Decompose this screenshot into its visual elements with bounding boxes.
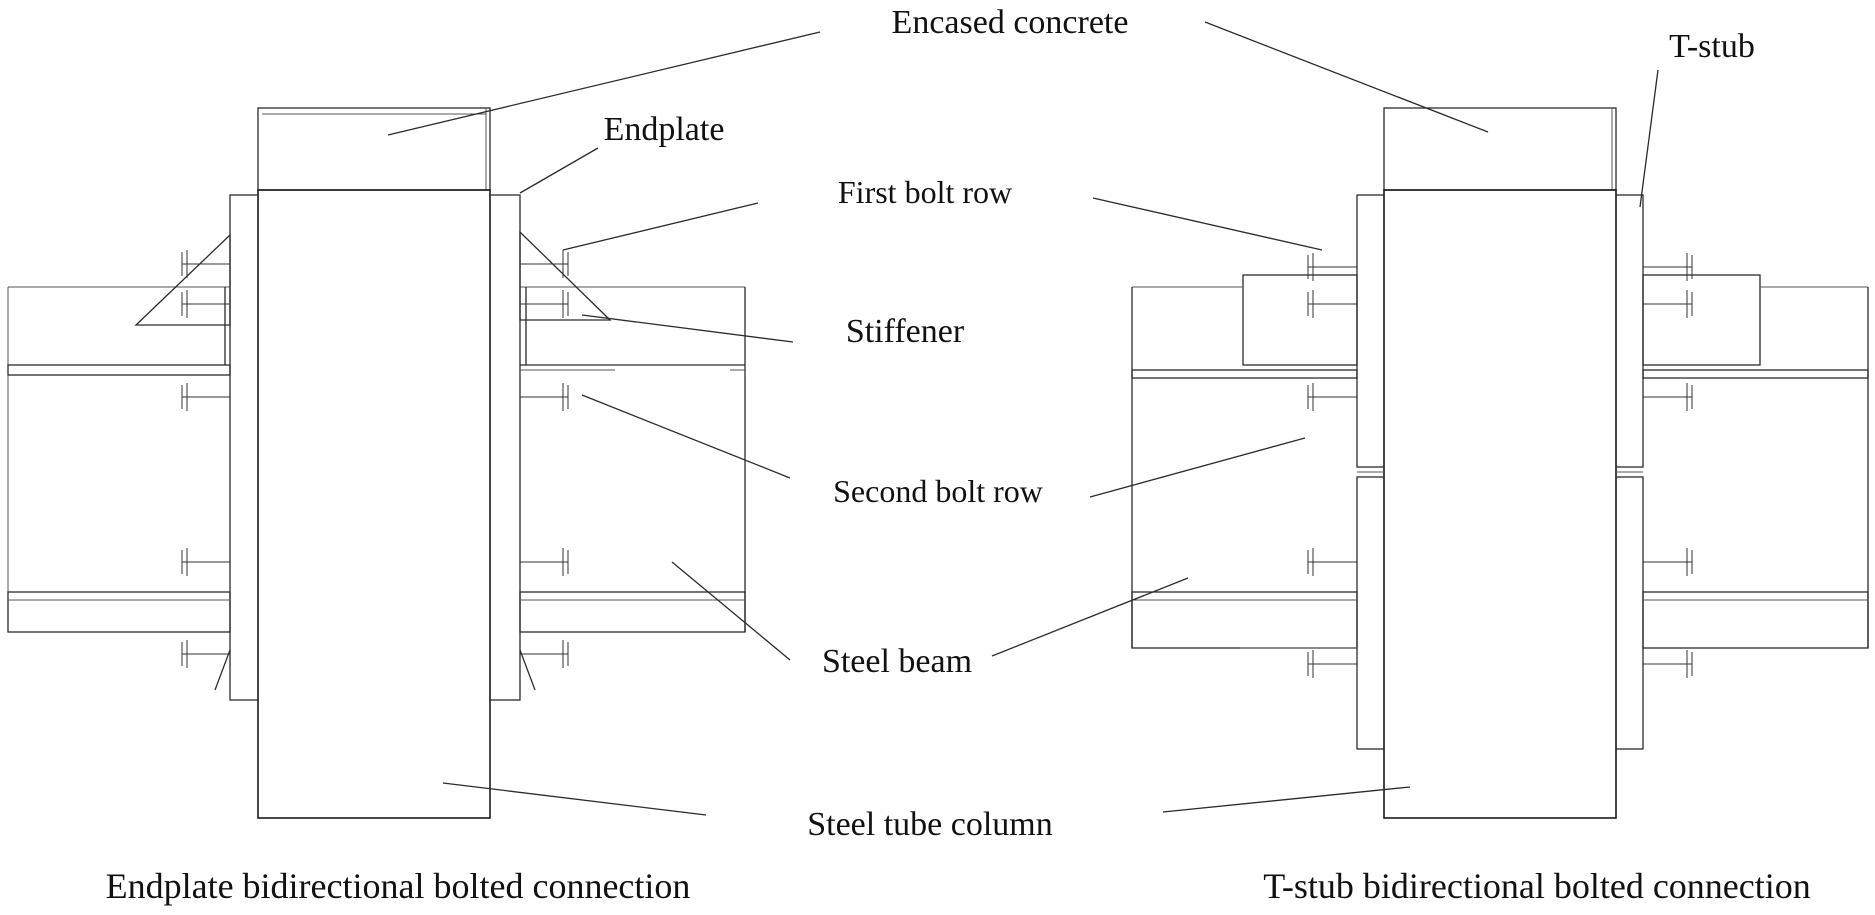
label-endplate: Endplate xyxy=(604,111,725,148)
right-tstub-top-east xyxy=(1616,195,1643,467)
left-encased-concrete xyxy=(258,108,490,190)
right-tstub-bottom-west xyxy=(1357,477,1384,749)
leader-lines xyxy=(388,22,1658,815)
right-steel-beam-west xyxy=(1132,287,1357,648)
right-encased-concrete xyxy=(1384,108,1616,190)
endplate-connection-drawing xyxy=(8,108,745,818)
caption-tstub-connection: T-stub bidirectional bolted connection xyxy=(1263,866,1811,906)
label-steel-tube-column: Steel tube column xyxy=(807,806,1053,843)
label-steel-beam: Steel beam xyxy=(822,643,972,680)
left-stiffener-east xyxy=(520,232,610,320)
right-tstub-top-west xyxy=(1357,195,1384,467)
label-stiffener: Stiffener xyxy=(846,313,965,350)
right-bolts-west xyxy=(1308,253,1357,678)
caption-endplate-connection: Endplate bidirectional bolted connection xyxy=(106,866,691,906)
left-steel-beam-west xyxy=(8,287,230,632)
label-t-stub: T-stub xyxy=(1669,28,1755,65)
right-bolts-east xyxy=(1643,253,1692,678)
left-stiffener-west xyxy=(136,235,230,325)
left-bolts-east xyxy=(520,250,568,668)
right-tstub-stem-top-east xyxy=(1643,275,1760,365)
tstub-connection-drawing xyxy=(1132,108,1868,818)
label-encased-concrete: Encased concrete xyxy=(892,4,1129,41)
left-endplate-east xyxy=(490,195,520,700)
right-steel-beam-east xyxy=(1643,287,1868,648)
left-steel-beam-east xyxy=(520,287,745,632)
right-tstub-stem-top-west xyxy=(1243,275,1357,365)
label-first-bolt-row: First bolt row xyxy=(838,174,1012,210)
label-second-bolt-row: Second bolt row xyxy=(833,473,1043,509)
left-endplate-west xyxy=(230,195,258,700)
left-bolts-west xyxy=(182,250,230,668)
right-tstub-bottom-east xyxy=(1616,477,1643,749)
left-steel-tube-column xyxy=(258,190,490,818)
right-steel-tube-column xyxy=(1384,190,1616,818)
